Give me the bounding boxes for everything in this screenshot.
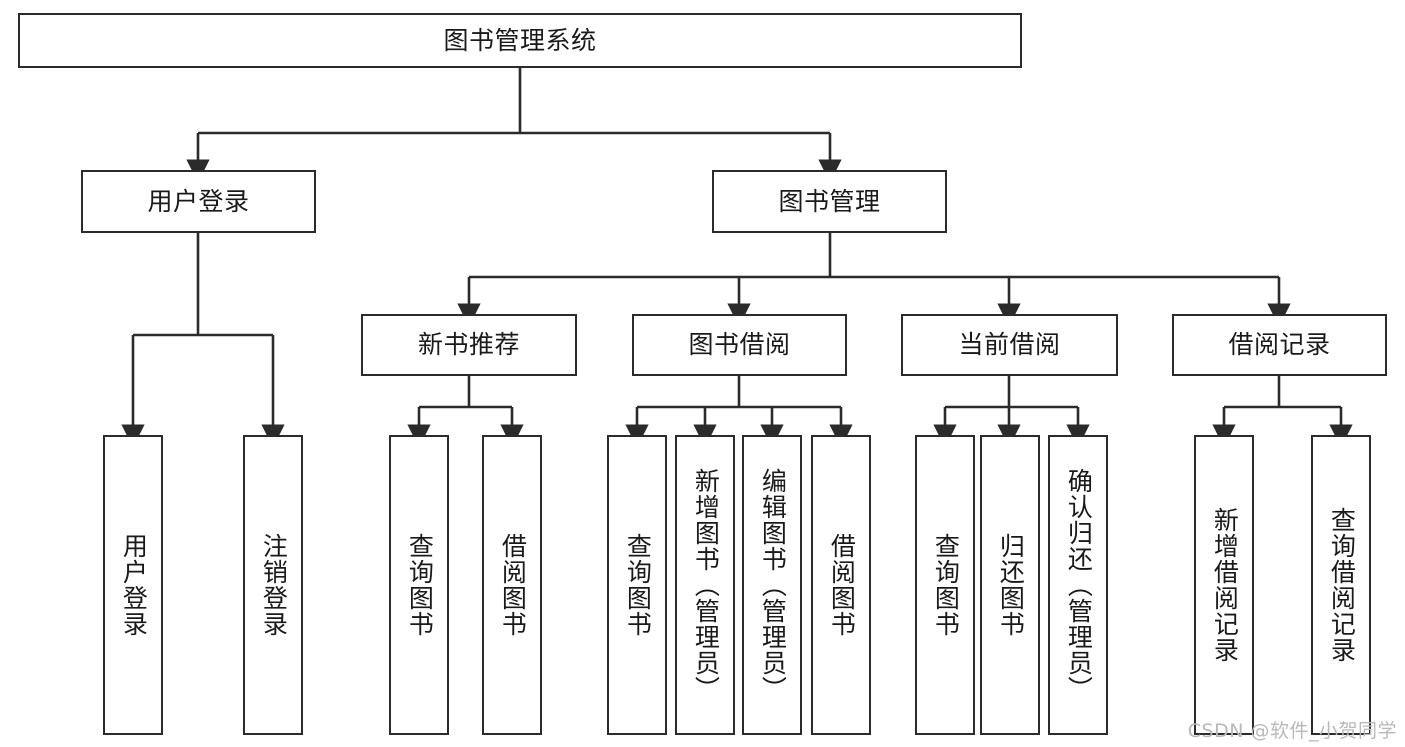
leaf-query-book-3-label: 查询图书 [931, 533, 961, 637]
leaf-query-book-2[interactable]: 查询图书 [607, 435, 667, 735]
leaf-add-book-label: 新增图书（管理员） [691, 468, 721, 702]
node-root-label: 图书管理系统 [443, 25, 597, 55]
leaf-edit-book[interactable]: 编辑图书（管理员） [742, 435, 802, 735]
leaf-query-book-2-label: 查询图书 [623, 533, 653, 637]
node-borrow-record[interactable]: 借阅记录 [1172, 314, 1387, 376]
leaf-confirm-return[interactable]: 确认归还（管理员） [1048, 435, 1108, 735]
node-root[interactable]: 图书管理系统 [18, 13, 1022, 68]
leaf-logout[interactable]: 注销登录 [243, 435, 303, 735]
leaf-query-record-label: 查询借阅记录 [1327, 507, 1357, 663]
leaf-add-record-label: 新增借阅记录 [1210, 507, 1240, 663]
leaf-add-book[interactable]: 新增图书（管理员） [675, 435, 735, 735]
node-book-borrow-label: 图书借阅 [688, 330, 791, 360]
node-book-borrow[interactable]: 图书借阅 [632, 314, 847, 376]
leaf-query-book-1-label: 查询图书 [405, 533, 435, 637]
leaf-borrow-book-1[interactable]: 借阅图书 [482, 435, 542, 735]
node-new-book-rec-label: 新书推荐 [417, 330, 520, 360]
leaf-add-record[interactable]: 新增借阅记录 [1194, 435, 1254, 735]
leaf-return-book[interactable]: 归还图书 [980, 435, 1040, 735]
node-current-borrow-label: 当前借阅 [958, 330, 1061, 360]
leaf-edit-book-label: 编辑图书（管理员） [758, 468, 788, 702]
node-user-login-label: 用户登录 [147, 186, 250, 216]
leaf-user-login[interactable]: 用户登录 [103, 435, 163, 735]
node-book-manage[interactable]: 图书管理 [712, 170, 947, 233]
leaf-confirm-return-label: 确认归还（管理员） [1064, 468, 1094, 702]
leaf-user-login-label: 用户登录 [119, 533, 149, 637]
leaf-logout-label: 注销登录 [259, 533, 289, 637]
leaf-query-record[interactable]: 查询借阅记录 [1311, 435, 1371, 735]
node-borrow-record-label: 借阅记录 [1228, 330, 1331, 360]
leaf-query-book-1[interactable]: 查询图书 [389, 435, 449, 735]
csdn-watermark: CSDN @软件_小贺同学 [1187, 720, 1397, 742]
leaf-borrow-book-2[interactable]: 借阅图书 [811, 435, 871, 735]
node-current-borrow[interactable]: 当前借阅 [901, 314, 1118, 376]
leaf-query-book-3[interactable]: 查询图书 [915, 435, 975, 735]
leaf-return-book-label: 归还图书 [996, 533, 1026, 637]
node-new-book-rec[interactable]: 新书推荐 [361, 314, 577, 376]
node-user-login[interactable]: 用户登录 [81, 170, 316, 233]
node-book-manage-label: 图书管理 [778, 186, 881, 216]
leaf-borrow-book-2-label: 借阅图书 [827, 533, 857, 637]
leaf-borrow-book-1-label: 借阅图书 [498, 533, 528, 637]
